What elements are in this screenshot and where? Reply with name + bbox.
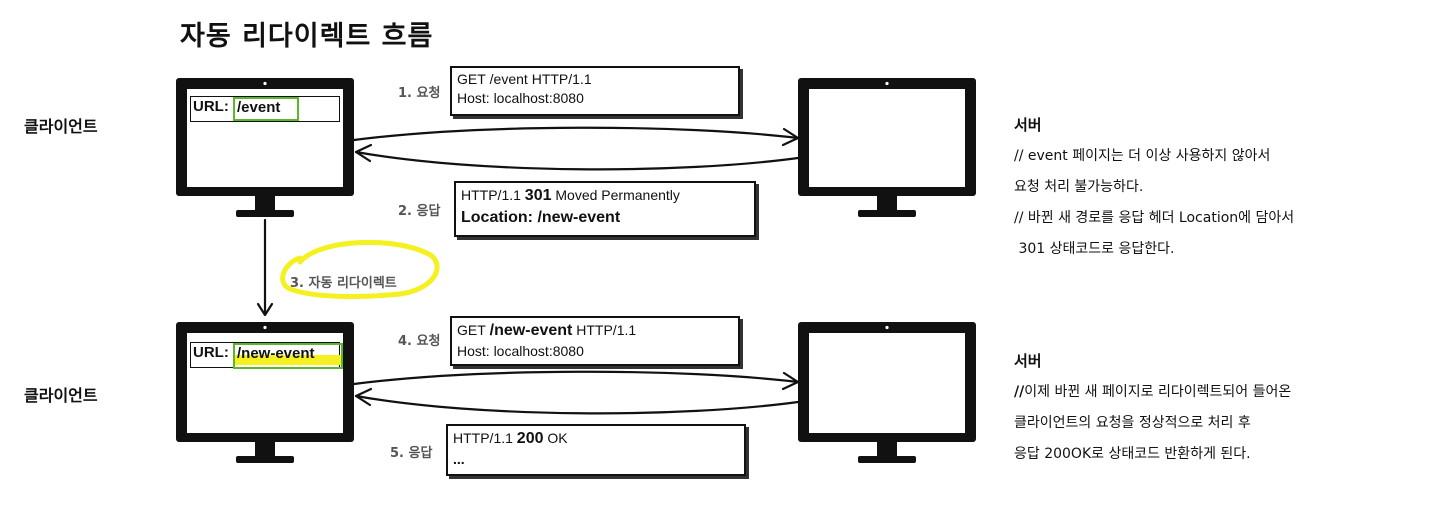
response-reason: Moved Permanently — [555, 187, 680, 203]
location-key: Location: — [461, 209, 533, 226]
page-title: 자동 리다이렉트 흐름 — [180, 21, 434, 52]
server-notes-top: 서버 // event 페이지는 더 이상 사용하지 않아서 요청 처리 불가능… — [1014, 110, 1294, 265]
step-5-label: 5. 응답 — [390, 446, 433, 461]
request-message-top: GET /event HTTP/1.1 Host: localhost:8080 — [450, 66, 740, 116]
note-line: // event 페이지는 더 이상 사용하지 않아서 — [1014, 148, 1271, 164]
server-label-top: 서버 — [1014, 116, 1042, 134]
status-line: HTTP/1.1 301 Moved Permanently — [461, 185, 754, 207]
request-host: Host: localhost:8080 — [457, 90, 584, 106]
step-1-label: 1. 요청 — [398, 86, 441, 101]
response-code: 301 — [524, 187, 552, 204]
response-ellipsis: ... — [453, 451, 465, 467]
server-notes-bottom: 서버 //이제 바뀐 새 페이지로 리다이렉트되어 들어온 클라이언트의 요청을… — [1014, 346, 1291, 470]
request-method: GET — [457, 71, 486, 87]
client-label-top: 클라이언트 — [24, 117, 98, 136]
request-path: /event — [489, 71, 528, 87]
step-4-label: 4. 요청 — [398, 334, 441, 349]
request-method: GET — [457, 322, 486, 338]
url-value-bottom: /new-event — [233, 343, 343, 369]
request-message-bottom: GET /new-event HTTP/1.1 Host: localhost:… — [450, 316, 740, 366]
url-value-top: /event — [233, 97, 299, 121]
note-prefix: // — [1014, 384, 1025, 400]
response-message-bottom: HTTP/1.1 200 OK ... — [446, 424, 746, 476]
location-header: Location: /new-event — [461, 207, 754, 229]
note-line: // 바뀐 새 경로를 응답 헤더 Location에 담아서 — [1014, 210, 1295, 226]
response-version: HTTP/1.1 — [461, 187, 521, 203]
server-label-bottom: 서버 — [1014, 352, 1042, 370]
request-version: HTTP/1.1 — [576, 322, 637, 338]
location-value: /new-event — [537, 209, 621, 226]
note-line: 301 상태코드로 응답한다. — [1014, 241, 1175, 257]
note-line: //이제 바뀐 새 페이지로 리다이렉트되어 들어온 — [1014, 377, 1291, 408]
status-line: HTTP/1.1 200 OK — [453, 428, 744, 450]
request-version: HTTP/1.1 — [531, 71, 592, 87]
url-bar-top: URL: /event — [190, 96, 340, 122]
response-version: HTTP/1.1 — [453, 430, 513, 446]
flow-arrows — [256, 126, 800, 415]
url-bar-bottom: URL: /new-event — [190, 342, 343, 369]
request-line: GET /new-event HTTP/1.1 — [457, 320, 738, 342]
client-label-bottom: 클라이언트 — [24, 386, 98, 405]
server-monitor-bottom — [798, 322, 976, 463]
note-line: 클라이언트의 요청을 정상적으로 처리 후 — [1014, 415, 1251, 431]
request-path: /new-event — [489, 322, 573, 339]
step-3-label: 3. 자동 리다이렉트 — [290, 276, 397, 291]
request-line: GET /event HTTP/1.1 — [457, 70, 738, 89]
request-host: Host: localhost:8080 — [457, 343, 584, 359]
note-line: 응답 200OK로 상태코드 반환하게 된다. — [1014, 446, 1251, 462]
url-prefix: URL: — [193, 344, 229, 361]
note-line: 요청 처리 불가능하다. — [1014, 179, 1144, 195]
response-reason: OK — [547, 430, 568, 446]
response-message-top: HTTP/1.1 301 Moved Permanently Location:… — [454, 181, 756, 237]
url-prefix: URL: — [193, 98, 229, 115]
step-2-label: 2. 응답 — [398, 204, 441, 219]
note-text: 이제 바뀐 새 페이지로 리다이렉트되어 들어온 — [1024, 384, 1292, 400]
response-code: 200 — [516, 430, 544, 447]
server-monitor-top — [798, 78, 976, 217]
